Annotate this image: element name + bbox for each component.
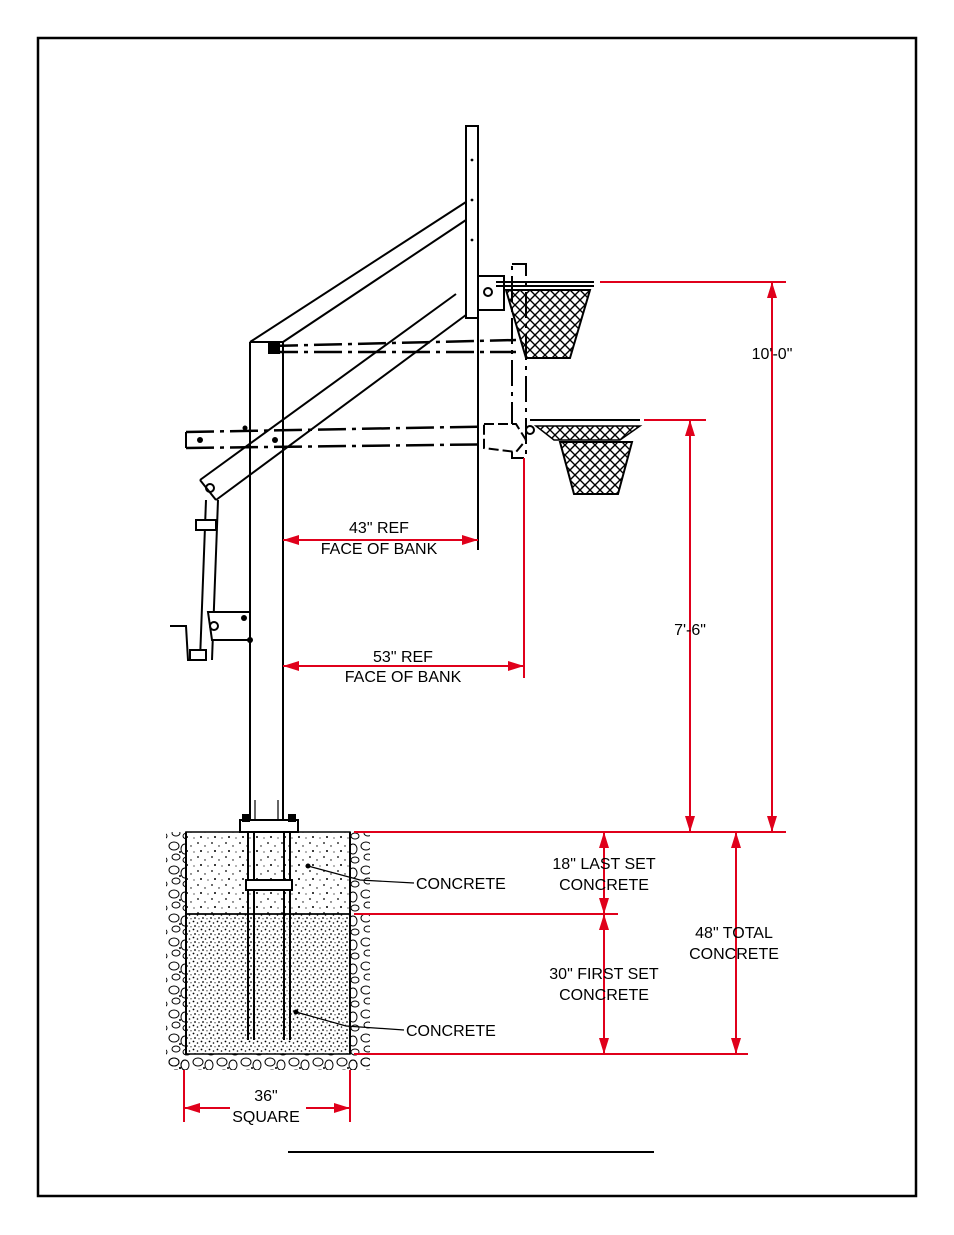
height-adjuster bbox=[170, 500, 253, 660]
label-53-ref-line2: FACE OF BANK bbox=[345, 669, 462, 686]
gravel-bottom bbox=[166, 1054, 370, 1070]
label-footing-line2: SQUARE bbox=[232, 1109, 300, 1126]
lower-arm-phantom bbox=[186, 424, 534, 452]
label-43-ref-line2: FACE OF BANK bbox=[321, 541, 438, 558]
label-concrete-upper: CONCRETE bbox=[416, 876, 506, 893]
backboard-high bbox=[466, 126, 504, 318]
label-last-set-line2: CONCRETE bbox=[559, 877, 649, 894]
label-7ft6: 7'-6" bbox=[674, 622, 706, 639]
hoop-high bbox=[496, 282, 594, 358]
gravel-right bbox=[350, 832, 370, 1070]
label-43-ref-line1: 43" REF bbox=[349, 520, 409, 537]
label-first-set-line1: 30" FIRST SET bbox=[549, 966, 659, 983]
concrete-last-set bbox=[186, 832, 350, 914]
label-first-set-line2: CONCRETE bbox=[559, 987, 649, 1004]
label-footing-line1: 36" bbox=[254, 1088, 277, 1105]
footing-section bbox=[166, 814, 370, 1070]
label-total-line1: 48" TOTAL bbox=[695, 925, 773, 942]
pole bbox=[250, 342, 283, 820]
lower-arm bbox=[200, 294, 470, 500]
gravel-left bbox=[166, 832, 186, 1070]
upper-arm bbox=[250, 202, 466, 354]
dim-10ft bbox=[600, 282, 786, 832]
label-total-line2: CONCRETE bbox=[689, 946, 779, 963]
hoop-low bbox=[530, 420, 640, 494]
label-53-ref-line1: 53" REF bbox=[373, 649, 433, 666]
concrete-first-set bbox=[186, 914, 350, 1054]
label-last-set-line1: 18" LAST SET bbox=[552, 856, 655, 873]
label-10ft: 10'-0" bbox=[752, 346, 793, 363]
label-concrete-lower: CONCRETE bbox=[406, 1023, 496, 1040]
dim-53-ref bbox=[283, 458, 524, 678]
